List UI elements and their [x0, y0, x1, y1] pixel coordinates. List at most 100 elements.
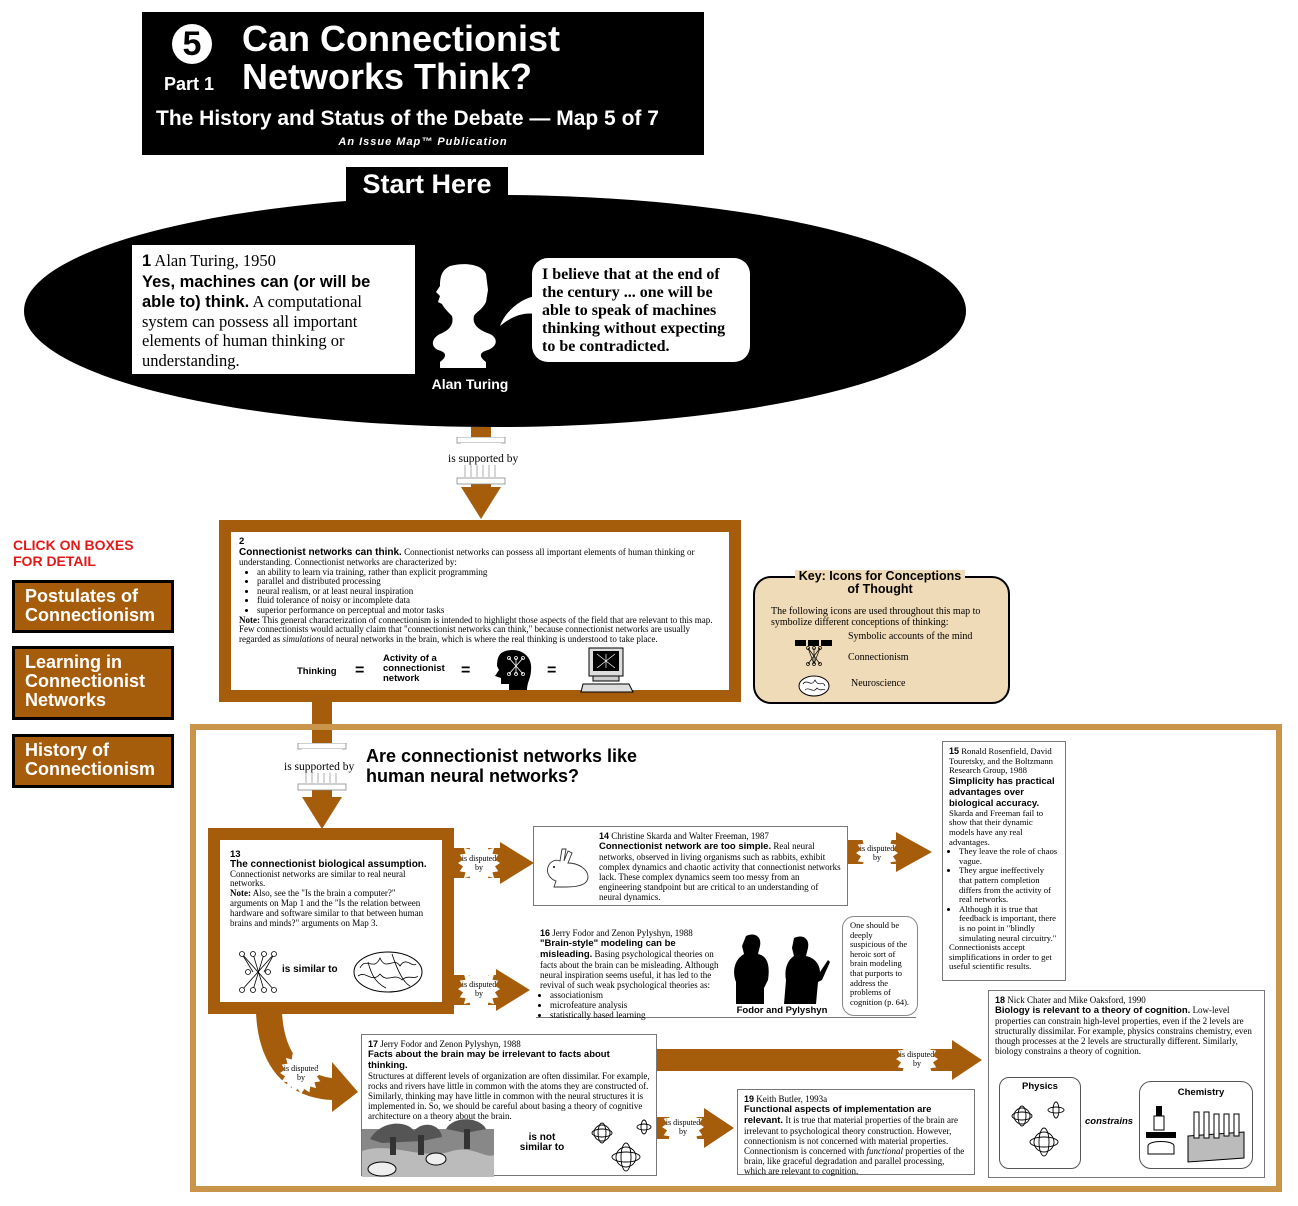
- note-text: Also, see the "Is the brain a computer?"…: [230, 888, 424, 928]
- disputed-by-label: is disputed by: [280, 1052, 322, 1094]
- box-16-content: 16 Jerry Fodor and Zenon Pylyshyn, 1988 …: [540, 928, 726, 1020]
- box-author: Jerry Fodor and Zenon Pylyshyn, 1988: [380, 1039, 521, 1049]
- box-claim: "Brain-style" modeling can be misleading…: [540, 938, 676, 960]
- link-label-supported-by: is supported by: [448, 453, 519, 465]
- box-author: Alan Turing, 1950: [154, 251, 276, 270]
- eq-sign: =: [547, 662, 557, 679]
- symbolic-icon: [795, 633, 835, 646]
- key-title: Key: Icons for Conceptions of Thought: [795, 570, 965, 596]
- dispute-arrow-head: [896, 832, 932, 872]
- disputed-by-label: is disputed by: [458, 968, 500, 1010]
- eq-sign: =: [461, 662, 471, 679]
- box-13-content: 13 The connectionist biological assumpti…: [230, 850, 430, 928]
- box-author: Nick Chater and Mike Oaksford, 1990: [1007, 995, 1146, 1005]
- box-number: 16: [540, 928, 551, 938]
- box-intro: Skarda and Freeman fail to show that the…: [949, 807, 1044, 847]
- dispute-arrow-shaft: [657, 1049, 955, 1071]
- theory-list: associationism microfeature analysis sta…: [540, 990, 726, 1020]
- turing-quote: I believe that at the end of the century…: [532, 258, 750, 362]
- part-label: Part 1: [164, 74, 215, 94]
- box-claim: Facts about the brain may be irrelevant …: [368, 1049, 610, 1071]
- connectionism-icon: [806, 646, 822, 666]
- list-item: microfeature analysis: [550, 1000, 726, 1010]
- box-emphasis: functional: [866, 1146, 903, 1156]
- claim-box-18[interactable]: 18 Nick Chater and Mike Oaksford, 1990 B…: [988, 990, 1265, 1178]
- box-body: Basing psychological theories on facts a…: [540, 949, 719, 990]
- claim-box-15[interactable]: 15 Ronald Rosenfield, David Touretsky, a…: [942, 741, 1066, 981]
- note-label: Note:: [230, 888, 251, 899]
- claim-box-14[interactable]: 14 Christine Skarda and Walter Freeman, …: [533, 826, 848, 906]
- list-item: neural realism, or at least neural inspi…: [257, 586, 721, 597]
- box-body: Connectionist networks are similar to re…: [230, 868, 406, 889]
- box-claim: Simplicity has practical advantages over…: [949, 775, 1055, 809]
- rocks-river-icon: [362, 1119, 494, 1177]
- portrait-caption: Fodor and Pylyshyn: [736, 1005, 828, 1016]
- feature-list: an ability to learn via training, rather…: [239, 567, 721, 616]
- brain-icon: [798, 675, 830, 697]
- box-number: 13: [230, 849, 241, 860]
- box-body: Real neural networks, observed in living…: [599, 841, 841, 902]
- support-arrow-head: [302, 797, 342, 829]
- box-number: 18: [995, 995, 1006, 1005]
- claim-box-17[interactable]: 17 Jerry Fodor and Zenon Pylyshyn, 1988 …: [361, 1034, 657, 1177]
- box-number: 17: [368, 1039, 379, 1049]
- learning-button[interactable]: Learning in Connectionist Networks: [12, 646, 174, 720]
- eq-sign: =: [355, 662, 365, 679]
- chemistry-panel: Chemistry: [1139, 1081, 1253, 1169]
- dispute-arrow-head: [500, 842, 534, 884]
- publication-label: An Issue Map™ Publication: [338, 136, 508, 148]
- box-number: 15: [949, 746, 960, 756]
- claim-box-13[interactable]: 13 The connectionist biological assumpti…: [208, 828, 454, 1014]
- head-network-icon: [495, 650, 532, 690]
- lab-equipment-icon: [1146, 1106, 1245, 1163]
- list-item: superior performance on perceptual and m…: [257, 605, 721, 616]
- disputed-by-label: is disputed by: [662, 1106, 704, 1148]
- box-intro: Connectionist networks can possess all i…: [239, 547, 695, 567]
- fodor-quote: One should be deeply suspicious of the h…: [842, 916, 918, 1016]
- physics-label: Physics: [1022, 1081, 1058, 1092]
- key-label: Symbolic accounts of the mind: [848, 631, 973, 642]
- region-question: Are connectionist networks like human ne…: [366, 746, 638, 786]
- connectionism-icon: [239, 951, 277, 993]
- disputed-by-label: is disputed by: [896, 1038, 938, 1080]
- list-item: They leave the role of chaos vague.: [959, 846, 1059, 866]
- portrait-caption: Alan Turing: [431, 376, 509, 392]
- equation-row: Thinking = Activity of a connectionist n…: [297, 647, 657, 694]
- note-label: Note:: [239, 614, 260, 625]
- list-item: They argue ineffectively that pattern co…: [959, 865, 1059, 904]
- key-label: Connectionism: [848, 652, 909, 663]
- claim-box-19[interactable]: 19 Keith Butler, 1993a Functional aspect…: [737, 1089, 975, 1176]
- box-body: A computational system can possess all i…: [142, 291, 362, 370]
- dispute-arrow-head: [952, 1040, 982, 1080]
- claim-box-16[interactable]: 16 Jerry Fodor and Zenon Pylyshyn, 1988 …: [536, 916, 918, 1020]
- map-number-badge: 5: [172, 24, 212, 64]
- box-author: Ronald Rosenfield, David Touretsky, and …: [949, 746, 1054, 776]
- icon-key: Key: Icons for Conceptions of Thought Th…: [753, 570, 1010, 704]
- list-item: an ability to learn via training, rather…: [257, 567, 721, 578]
- history-button[interactable]: History of Connectionism: [12, 734, 174, 788]
- list-item: statistically based learning: [550, 1010, 726, 1020]
- box-body: Structures at different levels of organi…: [368, 1071, 650, 1121]
- key-label: Neuroscience: [851, 678, 906, 689]
- eq-activity: Activity of a connectionist network: [383, 653, 445, 684]
- argument-list: They leave the role of chaos vague. They…: [949, 846, 1059, 943]
- key-intro: The following icons are used throughout …: [771, 606, 981, 628]
- region-frame: [190, 724, 1282, 1192]
- box-author: Jerry Fodor and Zenon Pylyshyn, 1988: [552, 928, 693, 938]
- box-body: It is true that material properties of t…: [744, 1115, 959, 1156]
- box-number: 1: [142, 252, 152, 270]
- box-claim: Functional aspects of implementation are…: [744, 1104, 932, 1126]
- box-author: Christine Skarda and Walter Freeman, 198…: [611, 831, 769, 841]
- atoms-icon: [591, 1119, 652, 1172]
- claim-box-1[interactable]: 1 Alan Turing, 1950 Yes, machines can (o…: [132, 245, 415, 374]
- claim-box-2[interactable]: 2 Connectionist networks can think. Conn…: [219, 520, 741, 702]
- box-claim: The connectionist biological assumption.: [230, 858, 427, 870]
- box-number: 19: [744, 1094, 755, 1104]
- list-item: associationism: [550, 990, 726, 1000]
- note-emphasis: simulations: [282, 633, 324, 644]
- postulates-button[interactable]: Postulates of Connectionism: [12, 580, 174, 633]
- box-number: 2: [239, 536, 245, 547]
- box-claim: Connectionist networks can think.: [239, 547, 402, 558]
- note-text: of neural networks in the brain, which i…: [326, 633, 658, 644]
- list-item: Although it is true that feedback is imp…: [959, 904, 1059, 943]
